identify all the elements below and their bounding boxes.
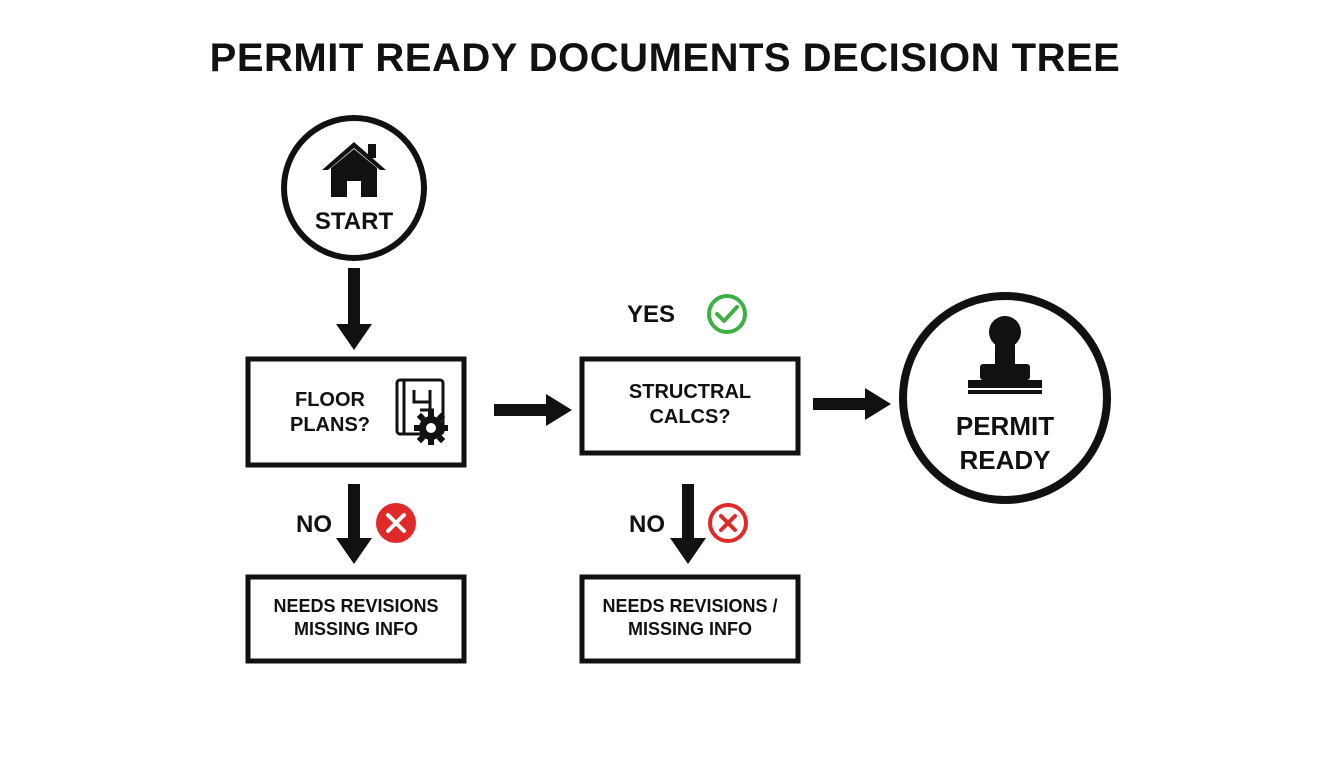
gear-icon <box>414 411 448 445</box>
diagram-title: PERMIT READY DOCUMENTS DECISION TREE <box>209 36 1121 80</box>
yes-label: YES <box>627 301 676 328</box>
floor-plans-label: FLOOR PLANS? <box>262 388 398 438</box>
permit-ready-label: PERMIT READY <box>925 410 1085 478</box>
revisions-right-label: NEEDS REVISIONS / MISSING INFO <box>586 595 794 640</box>
arrow-structural-to-permit <box>813 388 891 420</box>
arrow-floor-to-structural <box>494 394 572 426</box>
permit-ready-node <box>899 292 1111 504</box>
revisions-box-left <box>245 574 467 664</box>
revisions-left-label: NEEDS REVISIONS MISSING INFO <box>252 595 460 640</box>
arrow-floor-to-revisions <box>336 484 372 564</box>
no-label-right: NO <box>629 511 665 538</box>
revisions-right-line1: NEEDS REVISIONS / <box>602 596 778 616</box>
stamp-icon <box>968 316 1042 394</box>
revisions-right-line2: MISSING INFO <box>627 618 752 639</box>
check-circle-icon <box>707 294 747 334</box>
permit-ready-line1: PERMIT <box>955 411 1055 441</box>
structural-calcs-line2: CALCS? <box>649 406 731 428</box>
structural-calcs-label: STRUCTRAL CALCS? <box>590 380 790 430</box>
permit-ready-line2: READY <box>959 444 1051 475</box>
structural-calcs-box <box>579 356 801 456</box>
start-node <box>281 115 427 261</box>
floor-plans-line1: FLOOR <box>295 389 365 411</box>
revisions-left-line2: MISSING INFO <box>293 618 418 639</box>
house-icon <box>322 142 386 197</box>
x-circle-icon-right <box>708 503 748 543</box>
no-label-left: NO <box>296 511 332 538</box>
structural-calcs-line1: STRUCTRAL <box>628 381 752 403</box>
arrow-structural-to-revisions <box>670 484 706 564</box>
revisions-box-right <box>579 574 801 664</box>
revisions-left-line1: NEEDS REVISIONS <box>273 596 439 616</box>
start-label: START <box>314 208 394 235</box>
blueprint-gear-icon <box>395 378 445 436</box>
arrow-start-to-floor <box>336 268 372 350</box>
floor-plans-line2: PLANS? <box>290 414 370 436</box>
x-circle-icon-left <box>376 503 416 543</box>
